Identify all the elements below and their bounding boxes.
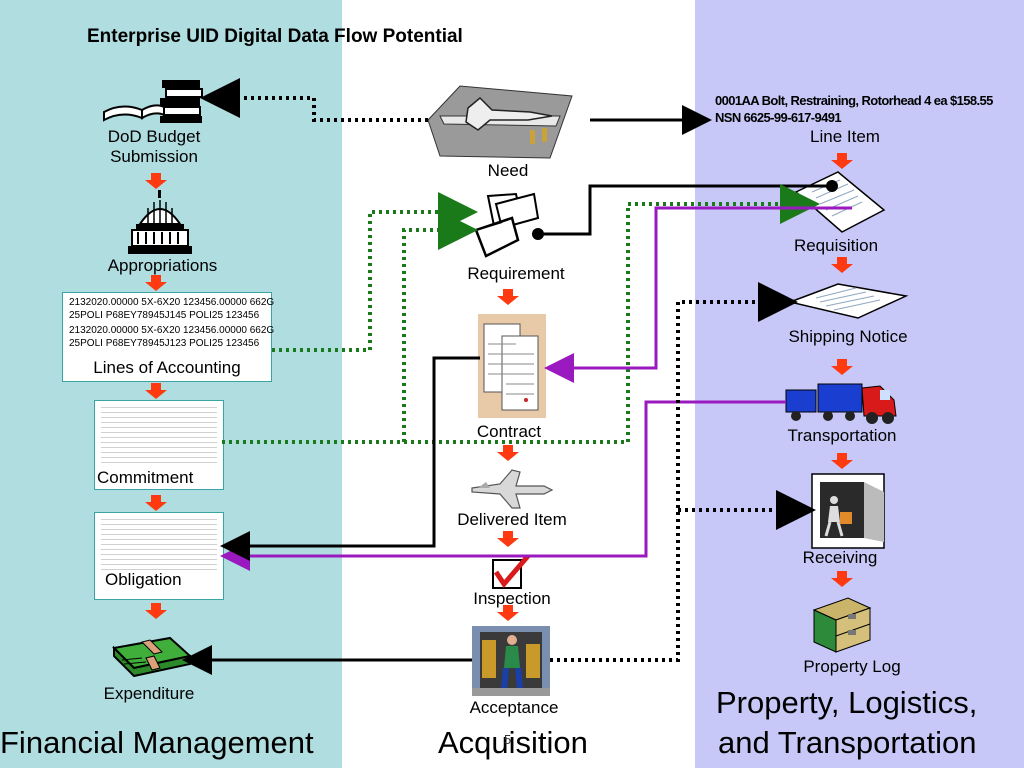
jet-icon [471, 469, 554, 509]
obligation-sheet: Obligation [94, 512, 224, 600]
property-heading-line2: and Transportation [718, 725, 977, 760]
appropriations-label: Appropriations [107, 256, 218, 275]
flow-arrow [497, 531, 519, 547]
budget-label-2: Submission [110, 147, 198, 166]
contract-label: Contract [476, 422, 542, 441]
flow-arrow [831, 453, 853, 469]
acceptance-to-shipping-link [550, 282, 798, 662]
flow-arrow [831, 571, 853, 587]
flow-arrow [497, 445, 519, 461]
loa-line: 2132020.00000 5X-6X20 123456.00000 662G [69, 325, 275, 336]
accounting-to-requirement-link [272, 192, 478, 352]
line-item-text: 0001AA Bolt, Restraining, Rotorhead 4 ea… [715, 92, 993, 126]
obligation-label: Obligation [105, 570, 182, 589]
folder-papers-icon [474, 192, 540, 258]
lines-of-accounting-box: 2132020.00000 5X-6X20 123456.00000 662G … [62, 292, 275, 382]
property-log-label: Property Log [803, 657, 901, 676]
property-heading-line1: Property, Logistics, [716, 685, 978, 720]
acquisition-heading: Acquisition [438, 725, 588, 760]
transportation-to-obligation-link [220, 400, 786, 571]
requisition-label: Requisition [793, 236, 879, 255]
expenditure-label: Expenditure [103, 684, 195, 703]
requisition-to-contract-link [544, 206, 852, 383]
checkbox-check-icon [492, 554, 530, 589]
line-item-label: Line Item [810, 127, 880, 146]
need-to-budget-link [200, 78, 428, 122]
inspection-label: Inspection [473, 589, 551, 608]
requirement-label: Requirement [467, 264, 565, 283]
line-item-to-requirement-link [538, 184, 832, 236]
contract-document [478, 314, 546, 418]
budget-label-1: DoD Budget [107, 127, 201, 146]
flow-arrow [145, 495, 167, 511]
shipping-notice-label: Shipping Notice [788, 327, 908, 346]
commitment-sheet: Commitment [94, 400, 224, 490]
delivered-item-label: Delivered Item [457, 510, 567, 529]
book-stack-icon [103, 80, 203, 123]
line-item-nsn: NSN 6625-99-617-9491 [715, 110, 842, 125]
jet-on-runway-icon [427, 85, 573, 159]
shipping-notice-document-icon [787, 283, 909, 319]
page-number: 5 [504, 732, 512, 747]
acceptance-worker-icon [472, 626, 550, 696]
receiving-dock-icon [811, 473, 885, 549]
loa-line: 25POLI P68EY78945J123 POLI25 123456 [69, 338, 260, 349]
loa-line: 2132020.00000 5X-6X20 123456.00000 662G [69, 297, 275, 308]
contract-icon [483, 323, 539, 411]
flow-arrow [831, 257, 853, 273]
commitment-to-requisition-link [404, 184, 820, 444]
flow-arrow [497, 289, 519, 305]
flow-arrow [831, 359, 853, 375]
flow-arrow [145, 275, 167, 291]
capitol-icon [128, 190, 192, 254]
flow-arrow [497, 605, 519, 621]
connector-dot [826, 180, 838, 192]
file-cabinet-icon [812, 597, 872, 653]
connector-dot [532, 228, 544, 240]
flow-arrow [145, 383, 167, 399]
line-item-detail: 0001AA Bolt, Restraining, Rotorhead 4 ea… [715, 93, 993, 108]
flow-arrow [145, 173, 167, 189]
contract-to-obligation-link [220, 356, 480, 561]
commitment-to-requirement-link [222, 210, 478, 444]
commitment-label: Commitment [97, 468, 194, 487]
lines-of-accounting-label: Lines of Accounting [93, 358, 241, 377]
flow-arrow [831, 153, 853, 169]
loa-line: 25POLI P68EY78945J145 POLI25 123456 [69, 310, 260, 321]
receiving-label: Receiving [802, 548, 878, 567]
transportation-label: Transportation [787, 426, 897, 445]
truck-icon [785, 383, 897, 424]
need-label: Need [487, 161, 529, 180]
acceptance-label: Acceptance [469, 698, 559, 717]
diagram-title: Enterprise UID Digital Data Flow Potenti… [87, 26, 463, 47]
financial-management-heading: Financial Management [0, 725, 314, 760]
flow-arrow [145, 603, 167, 619]
